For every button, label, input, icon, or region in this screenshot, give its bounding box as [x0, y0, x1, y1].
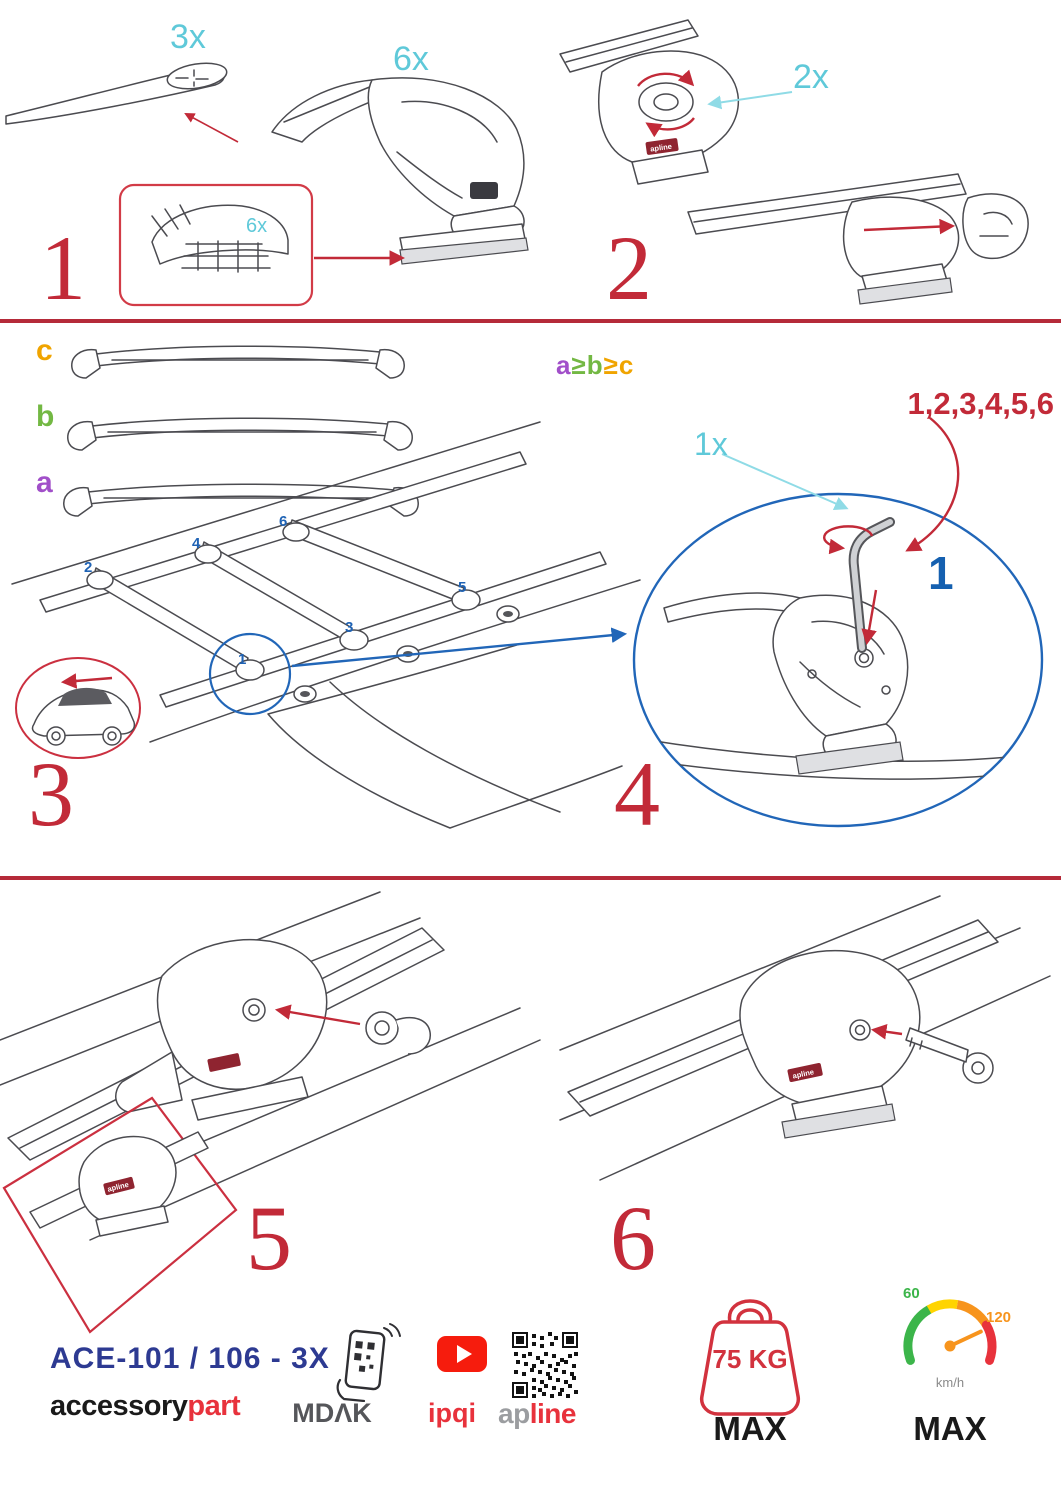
bar-quantity-label: 3x	[170, 18, 206, 56]
step3-number: 3	[28, 743, 74, 845]
section-divider-2	[0, 876, 1061, 880]
lock-cylinder-drawing	[365, 1011, 431, 1055]
bar-a-label: a	[36, 466, 53, 499]
crossbar-b-drawing	[67, 417, 413, 451]
position-label-6: 6	[279, 513, 288, 530]
step5-drawing: apline	[0, 891, 541, 1334]
sequence-highlight-number: 1	[928, 547, 954, 599]
position-label-2: 2	[84, 559, 93, 576]
formula-b: b	[586, 350, 604, 380]
model-number: ACE-101 / 106 - 3X	[50, 1342, 330, 1375]
step5-6-illustration: apline apline	[0, 891, 1051, 1334]
step5-number: 5	[246, 1187, 292, 1289]
brand-accessorypart: accessorypart	[50, 1390, 241, 1422]
phone-qr-scan-icon	[336, 1323, 401, 1402]
speed-low-label: 60	[903, 1285, 920, 1302]
foot-logo-text: apline	[792, 1067, 815, 1080]
step2-bar-endcap-drawing	[687, 173, 1029, 305]
step6-number: 6	[610, 1187, 656, 1289]
max-weight-value: 75 KG	[712, 1344, 788, 1374]
car-inset-drawing	[15, 657, 141, 759]
step4-number: 4	[614, 743, 660, 845]
step4-magnifier-drawing	[632, 417, 1044, 828]
brand-apline: apline	[498, 1400, 576, 1428]
knob-quantity-label: 2x	[793, 58, 829, 96]
brand-apline-line: line	[529, 1398, 577, 1429]
length-formula: a≥b≥c	[556, 352, 634, 378]
formula-ge1: ≥	[571, 350, 587, 380]
formula-ge2: ≥	[603, 350, 619, 380]
step2-knob-foot-drawing: apline	[559, 19, 793, 185]
bar-c-label: c	[36, 334, 53, 367]
speed-limit-icon	[903, 1299, 997, 1365]
brand-accessory: accessory	[50, 1390, 188, 1422]
position-label-4: 4	[192, 535, 201, 552]
speed-unit-label: km/h	[935, 1375, 965, 1390]
foot-quantity-label: 6x	[393, 40, 429, 78]
youtube-play-icon	[437, 1336, 487, 1372]
position1-highlight-circle	[208, 632, 292, 716]
step3-4-illustration	[11, 345, 1044, 829]
key-drawing	[905, 1027, 994, 1084]
step1-2-illustration: apline	[5, 19, 1029, 307]
step6-drawing: apline	[559, 895, 1051, 1181]
step1-number: 1	[40, 217, 86, 319]
max-speed-label: MAX	[913, 1410, 987, 1447]
foot-drawing-step1	[271, 77, 529, 265]
car-roof-drawing	[11, 421, 641, 829]
pad-quantity-label: 6x	[246, 215, 268, 237]
pad-inset	[118, 183, 406, 307]
brand-mdak: MDΛK	[292, 1398, 372, 1428]
section-divider-1	[0, 319, 1061, 323]
position-label-3: 3	[345, 619, 354, 636]
formula-a: a	[556, 350, 572, 380]
wing-bar-drawing	[5, 62, 239, 143]
position-label-5: 5	[458, 579, 467, 596]
qr-code-icon	[512, 1332, 578, 1398]
step2-number: 2	[606, 217, 652, 319]
speed-high-label: 120	[986, 1309, 1012, 1326]
bar-b-label: b	[36, 400, 55, 433]
tighten-sequence-label: 1,2,3,4,5,6	[907, 386, 1054, 421]
brand-part: part	[187, 1390, 241, 1422]
formula-c: c	[618, 350, 635, 380]
crossbar-c-drawing	[71, 345, 405, 379]
position-label-1: 1	[238, 651, 247, 668]
max-weight-label: MAX	[713, 1410, 787, 1447]
weight-limit-icon	[699, 1299, 801, 1416]
step5-inset-drawing: apline	[2, 1096, 238, 1334]
brand-apline-ap: ap	[498, 1398, 530, 1429]
key-quantity-label: 1x	[694, 426, 728, 462]
brand-ipqi: ipqi	[428, 1398, 476, 1428]
foot-logo-text: apline	[650, 142, 673, 154]
